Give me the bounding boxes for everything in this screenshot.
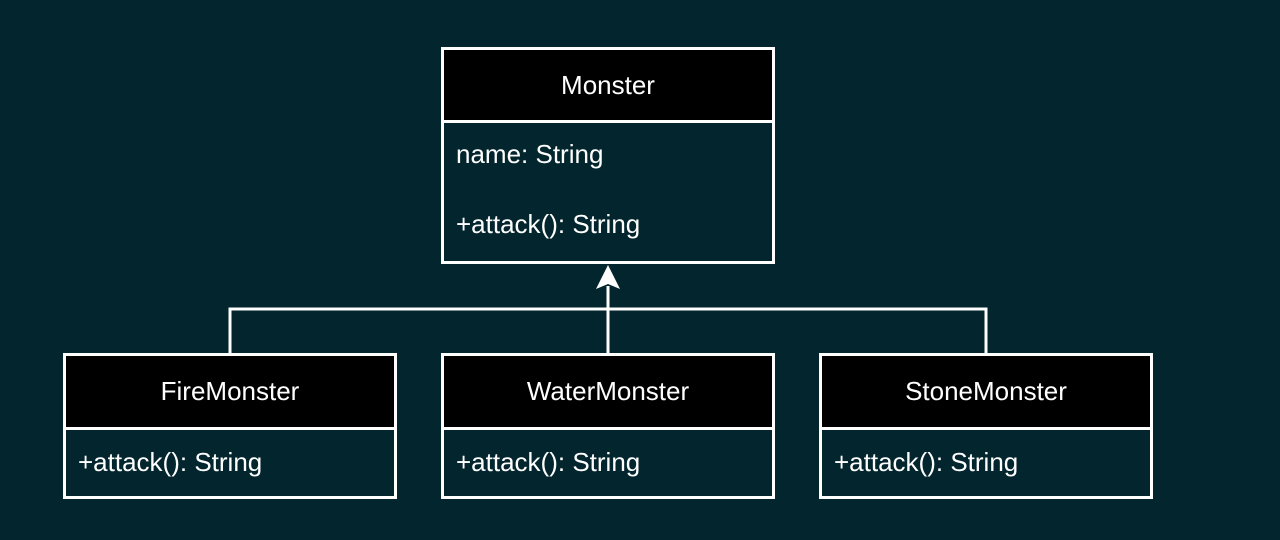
class-name-firemonster: FireMonster — [66, 356, 394, 430]
class-name-watermonster: WaterMonster — [444, 356, 772, 430]
class-attribute-name: name: String — [456, 139, 604, 169]
class-method-attack: +attack(): String — [456, 209, 641, 239]
class-name-monster: Monster — [444, 50, 772, 123]
class-method-attack: +attack(): String — [78, 447, 263, 477]
class-name-stonemonster: StoneMonster — [822, 356, 1150, 430]
class-box-monster[interactable]: Monster name: String +attack(): String — [441, 47, 775, 264]
inheritance-arrow-icon — [596, 265, 620, 289]
class-box-stonemonster[interactable]: StoneMonster +attack(): String — [819, 353, 1153, 499]
class-box-firemonster[interactable]: FireMonster +attack(): String — [63, 353, 397, 499]
class-method-attack: +attack(): String — [834, 447, 1019, 477]
class-box-watermonster[interactable]: WaterMonster +attack(): String — [441, 353, 775, 499]
class-method-attack: +attack(): String — [456, 447, 641, 477]
